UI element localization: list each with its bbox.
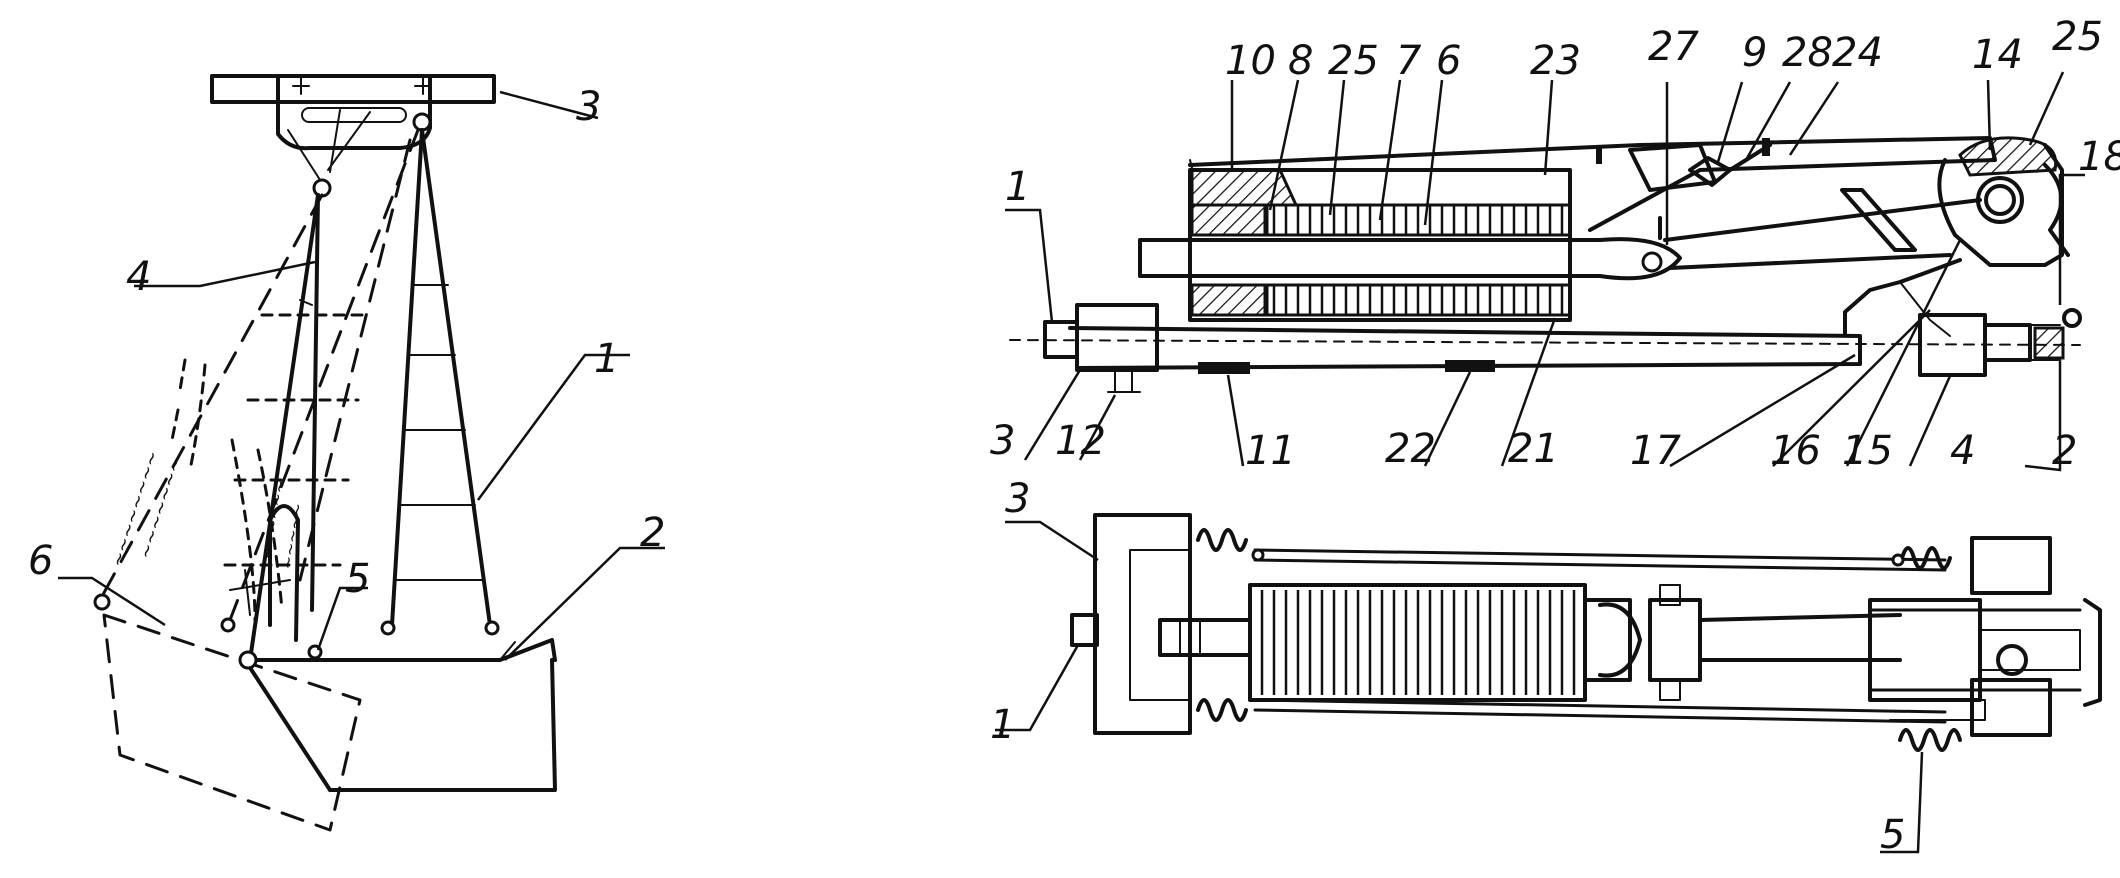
top-pivot-right: [412, 112, 432, 132]
label-10: 10: [1225, 38, 1276, 84]
label-1-side: 1: [1005, 164, 1030, 210]
load-box: [243, 638, 557, 792]
label-17: 17: [1630, 428, 1681, 474]
plan-link: [1698, 613, 1902, 662]
pivot-5-left: [238, 650, 258, 670]
diagonal-bar: [1840, 188, 1917, 252]
pivot-right: [484, 620, 500, 636]
rod-nut: [1138, 238, 1192, 278]
label-5: 5: [345, 556, 370, 602]
label-1-plan: 1: [990, 702, 1015, 748]
right-block-bottom: [1970, 678, 2052, 737]
label-23: 23: [1530, 38, 1581, 84]
label-18: 18: [2078, 134, 2120, 180]
label-1: 1: [594, 336, 619, 382]
bracket-3: [1075, 303, 1159, 372]
label-8: 8: [1288, 38, 1313, 84]
upper-tie-rod: [1253, 548, 1947, 572]
overhead-beam: [210, 74, 496, 151]
center-rod: [1143, 238, 1602, 278]
label-11: 11: [1245, 428, 1296, 474]
pad-11: [1198, 362, 1250, 374]
label-7: 7: [1396, 38, 1422, 84]
label-27: 27: [1648, 24, 1699, 70]
hook-loop: [268, 504, 300, 642]
pivot-dashed-low: [220, 617, 236, 633]
label-2: 2: [640, 510, 665, 556]
label-6: 6: [28, 538, 53, 584]
pivot-links: [287, 109, 371, 184]
label-12: 12: [1055, 418, 1106, 464]
a-frame-dashed: [98, 128, 420, 622]
springs: [1196, 528, 1962, 752]
lower-tie-rod: [1253, 698, 1947, 724]
label-24: 24: [1832, 30, 1883, 76]
label-3-plan: 3: [1005, 476, 1030, 522]
label-2-side: 2: [2052, 428, 2077, 474]
label-25-upper: 25: [1328, 38, 1379, 84]
label-21: 21: [1508, 426, 1559, 472]
label-5-plan: 5: [1880, 812, 1905, 858]
pad-22: [1445, 360, 1495, 372]
left-frame-diagram: ~~~~~~~~ ~~~~~~~ ~~~~~~ ~~~~~ 3 4 1 2 6 …: [28, 74, 665, 832]
label-3: 3: [576, 84, 601, 130]
spring-housing: [1188, 159, 1572, 322]
label-14: 14: [1972, 32, 2023, 78]
label-16: 16: [1770, 428, 1821, 474]
label-22: 22: [1385, 426, 1436, 472]
plan-view-assembly: 3 1 5: [990, 476, 2102, 858]
pin-2: [1983, 323, 2032, 362]
label-15: 15: [1842, 428, 1893, 474]
label-4-side: 4: [1950, 428, 1975, 474]
label-4: 4: [126, 254, 151, 300]
label-3-side: 3: [990, 418, 1015, 464]
lower-link: [1663, 198, 1982, 242]
pin-18: [2062, 308, 2082, 328]
label-9: 9: [1742, 30, 1767, 76]
label-28: 28: [1782, 30, 1833, 76]
rod-clevis: [1598, 237, 1682, 281]
pivot-mid: [380, 620, 396, 636]
dashed-pivot: [93, 593, 111, 611]
ratchet-body: [1843, 136, 2070, 337]
plan-clevis: [1583, 598, 1632, 682]
plan-rod-nut: [1158, 618, 1252, 657]
rod-1-plan: [1070, 613, 1099, 647]
label-25-right: 25: [2052, 14, 2103, 60]
center-line: [1009, 339, 2081, 346]
right-block-top: [1970, 536, 2052, 595]
label-6-side: 6: [1436, 38, 1461, 84]
side-view-assembly: 10 8 25 7 6 23 27 9 28 24 14 25 18 1 3 1…: [990, 14, 2120, 474]
dashed-load-position: [102, 613, 362, 832]
